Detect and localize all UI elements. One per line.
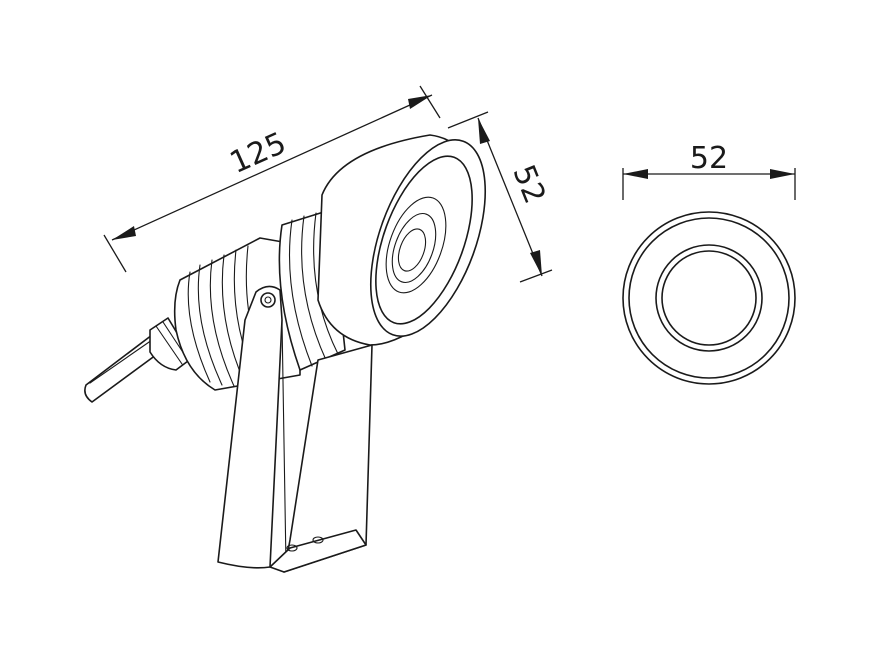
front-diameter-label: 52 (690, 141, 728, 176)
spotlight-front-view (622, 211, 796, 385)
length-label: 125 (225, 126, 292, 181)
mounting-bracket (217, 285, 373, 573)
dimension-front-diameter: 52 (622, 141, 796, 200)
lamp-head (317, 134, 487, 346)
pivot-bolt-icon (260, 292, 276, 308)
cable (84, 334, 161, 403)
spotlight-side-view (84, 134, 487, 573)
